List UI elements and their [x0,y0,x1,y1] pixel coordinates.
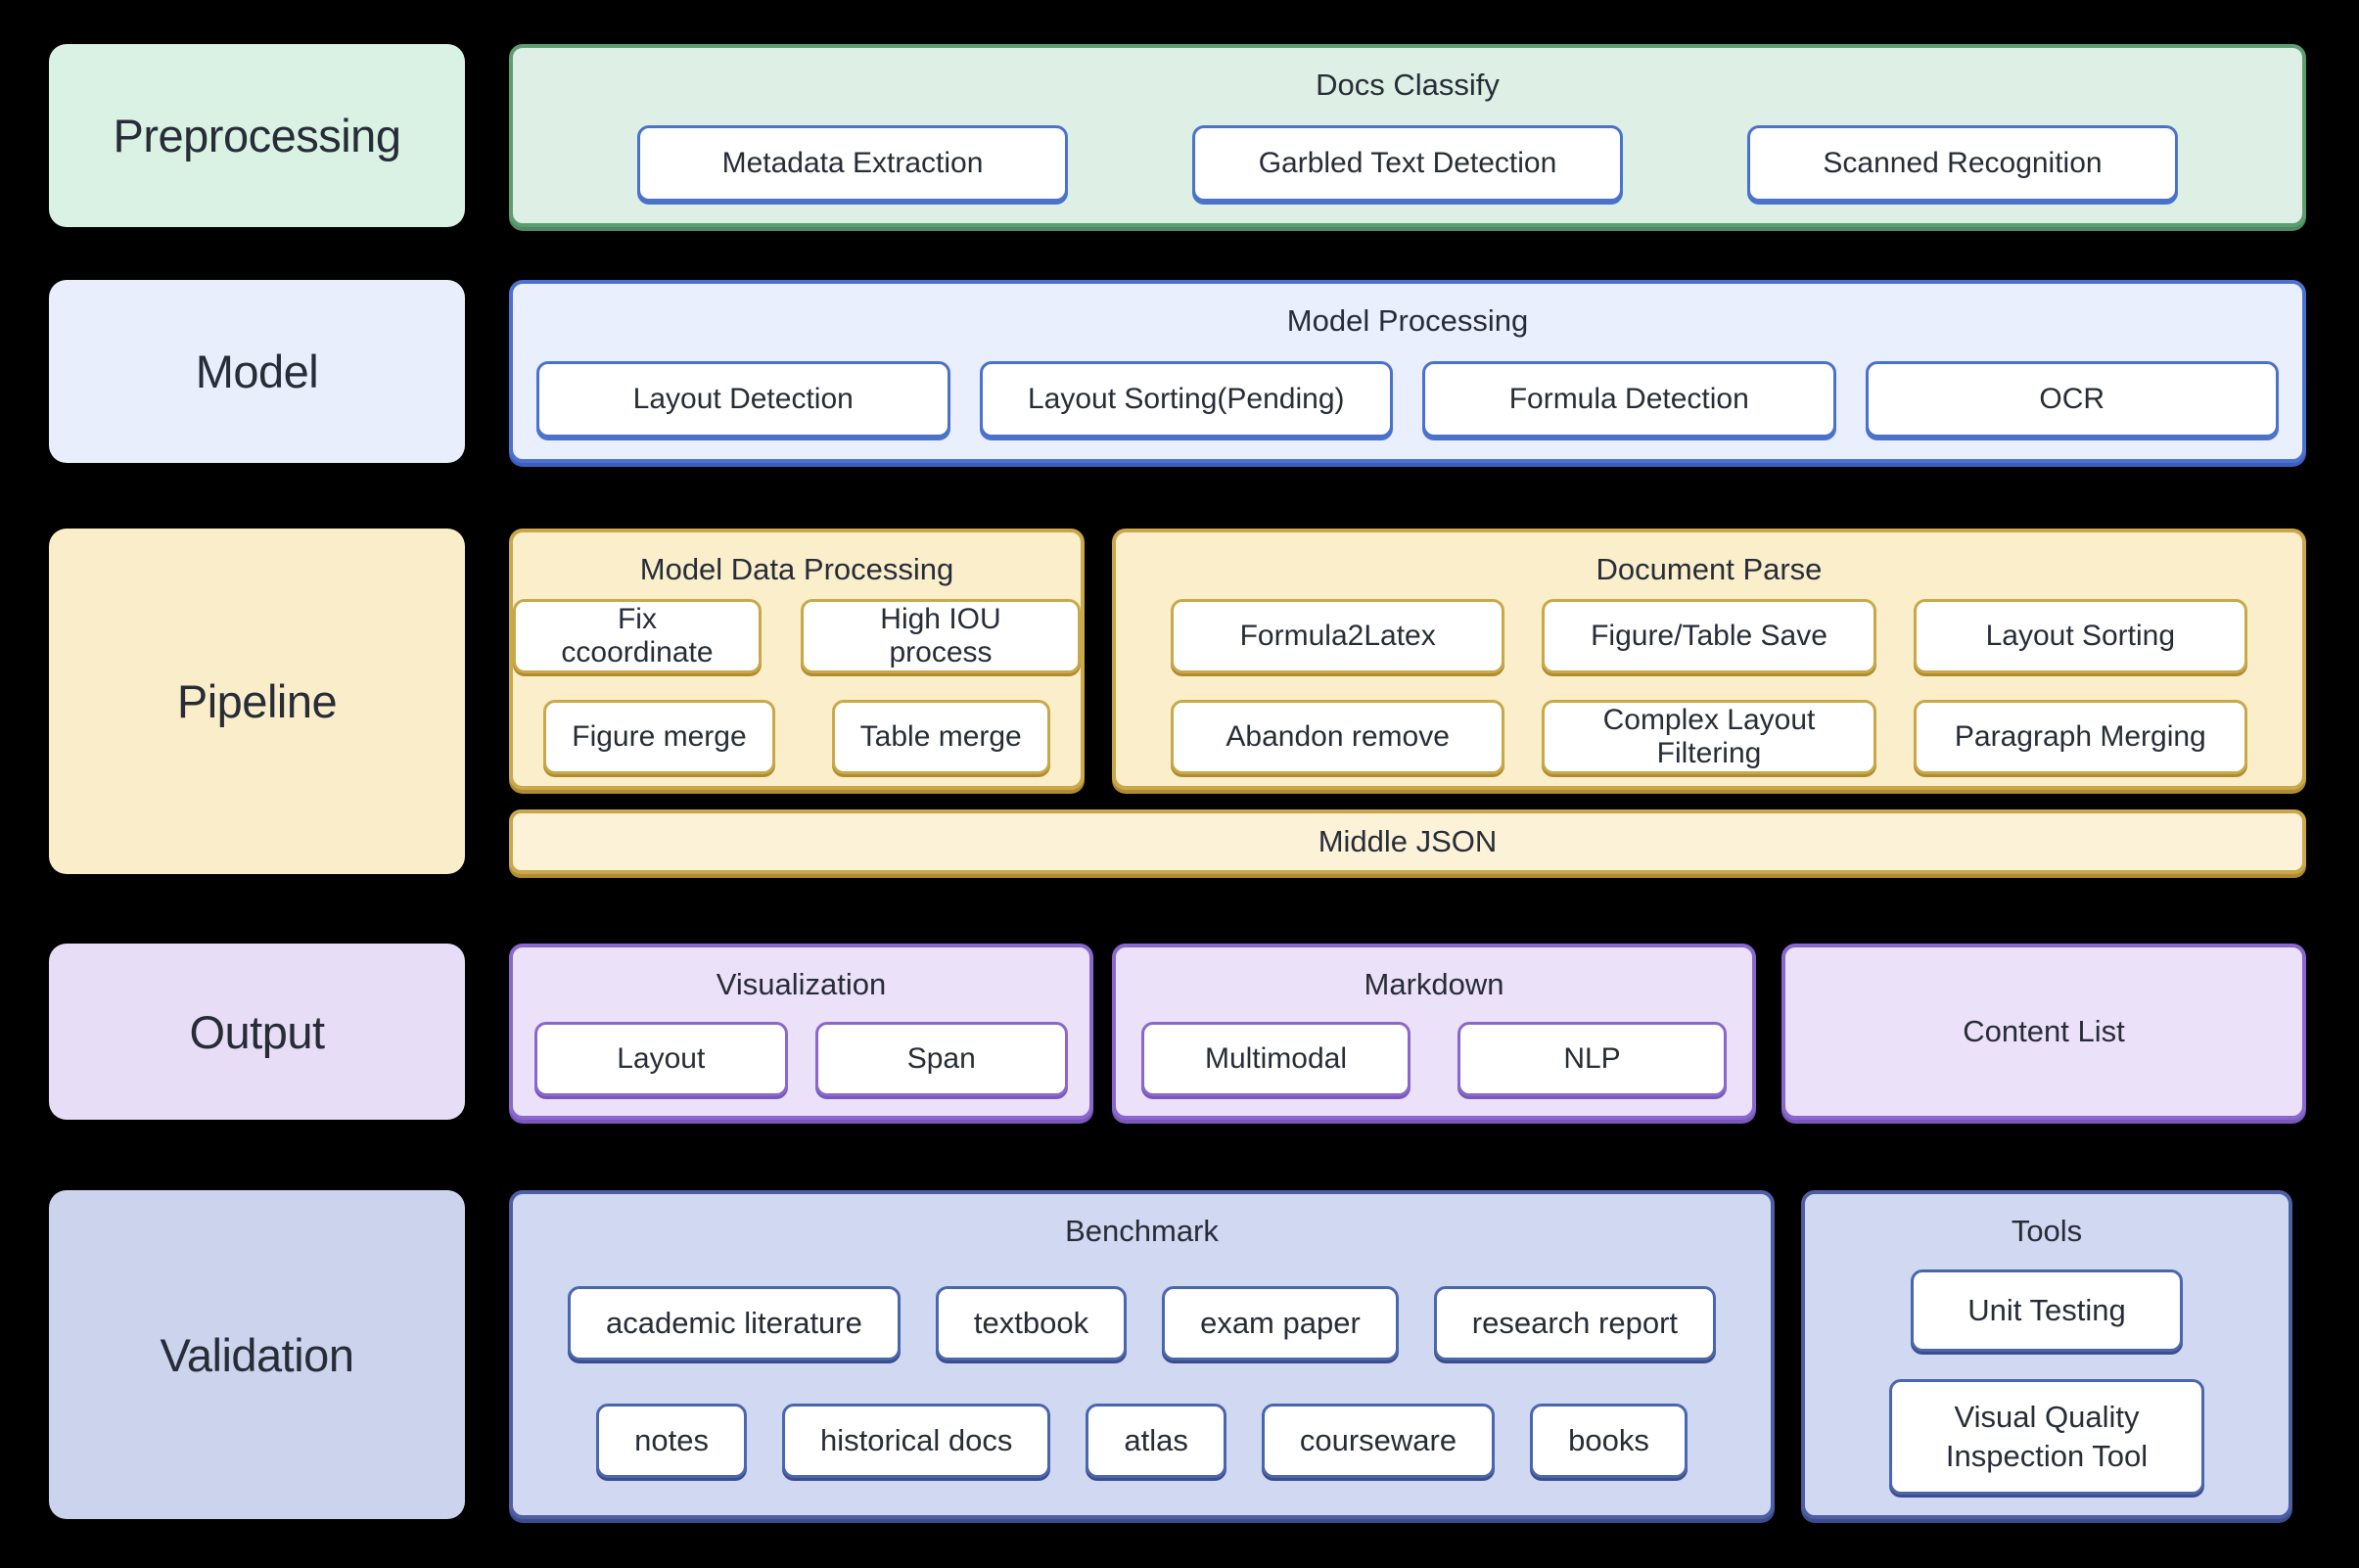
node-research-report: research report [1433,1286,1717,1360]
model-label: Model [49,280,465,463]
node-multimodal: Multimodal [1141,1022,1411,1096]
node-textbook: textbook [935,1286,1128,1360]
model-processing-title: Model Processing [1286,303,1529,338]
content-list-group: Content List [1781,944,2306,1120]
node-layout: Layout [534,1022,788,1096]
node-paragraph-merging: Paragraph Merging [1913,700,2247,774]
preprocessing-label: Preprocessing [49,44,465,227]
node-garbled-text-detection: Garbled Text Detection [1192,124,1623,202]
tools-group: Tools Unit Testing Visual Quality Inspec… [1801,1190,2292,1519]
middle-json-bar: Middle JSON [509,809,2306,874]
node-historical-docs: historical docs [781,1404,1051,1478]
node-atlas: atlas [1086,1404,1226,1478]
node-layout-sorting: Layout Sorting [1913,599,2247,673]
node-span: Span [814,1022,1068,1096]
document-parse-group: Document Parse Formula2Latex Figure/Tabl… [1112,529,2306,790]
markdown-title: Markdown [1364,967,1504,1001]
node-ocr: OCR [1865,360,2279,438]
output-label: Output [49,944,465,1120]
model-processing-group: Model Processing Layout Detection Layout… [509,280,2306,463]
document-parse-title: Document Parse [1596,552,1823,586]
benchmark-title: Benchmark [1065,1214,1219,1248]
node-complex-layout-filtering: Complex Layout Filtering [1542,700,1876,774]
pipeline-label: Pipeline [49,529,465,874]
node-figure-table-save: Figure/Table Save [1542,599,1876,673]
node-abandon-remove: Abandon remove [1171,700,1505,774]
validation-label: Validation [49,1190,465,1519]
node-formula-detection: Formula Detection [1422,360,1836,438]
model-data-processing-group: Model Data Processing Fix ccoordinate Hi… [509,529,1085,790]
node-layout-detection: Layout Detection [536,360,950,438]
node-metadata-extraction: Metadata Extraction [637,124,1068,202]
visualization-group: Visualization Layout Span [509,944,1093,1120]
node-academic-literature: academic literature [567,1286,901,1360]
visualization-title: Visualization [716,967,887,1001]
node-scanned-recognition: Scanned Recognition [1747,124,2178,202]
tools-title: Tools [2011,1214,2083,1248]
docs-classify-title: Docs Classify [1316,68,1500,102]
node-unit-testing: Unit Testing [1911,1269,2183,1352]
node-visual-quality-inspection-tool: Visual Quality Inspection Tool [1889,1379,2204,1495]
node-layout-sorting-pending: Layout Sorting(Pending) [979,360,1393,438]
node-table-merge: Table merge [831,700,1050,774]
node-courseware: courseware [1261,1404,1496,1478]
content-list-title: Content List [1963,1014,2125,1048]
node-high-iou-process: High IOU process [800,599,1081,673]
node-exam-paper: exam paper [1162,1286,1399,1360]
node-formula2latex: Formula2Latex [1171,599,1505,673]
docs-classify-group: Docs Classify Metadata Extraction Garble… [509,44,2306,227]
markdown-group: Markdown Multimodal NLP [1112,944,1756,1120]
benchmark-group: Benchmark academic literature textbook e… [509,1190,1775,1519]
node-notes: notes [596,1404,747,1478]
model-data-processing-title: Model Data Processing [639,552,954,586]
node-figure-merge: Figure merge [543,700,775,774]
node-nlp: NLP [1457,1022,1727,1096]
node-fix-ccoordinate: Fix ccoordinate [513,599,762,673]
node-books: books [1530,1404,1688,1478]
